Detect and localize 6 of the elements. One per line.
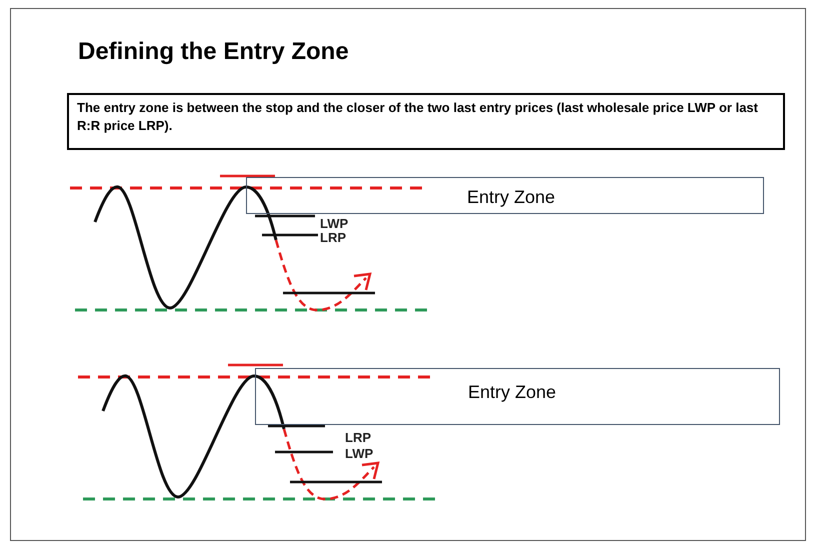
slide-title: Defining the Entry Zone <box>78 37 349 67</box>
price-level-label: LWP <box>345 445 374 463</box>
description-box: The entry zone is between the stop and the closer of the two last entry prices (last wholesale price LWP or last R:R price LRP). <box>67 93 785 150</box>
entry-zone-box: Entry Zone <box>246 177 764 214</box>
entry-zone-box: Entry Zone <box>255 368 780 425</box>
price-level-label: LRP <box>345 429 371 447</box>
